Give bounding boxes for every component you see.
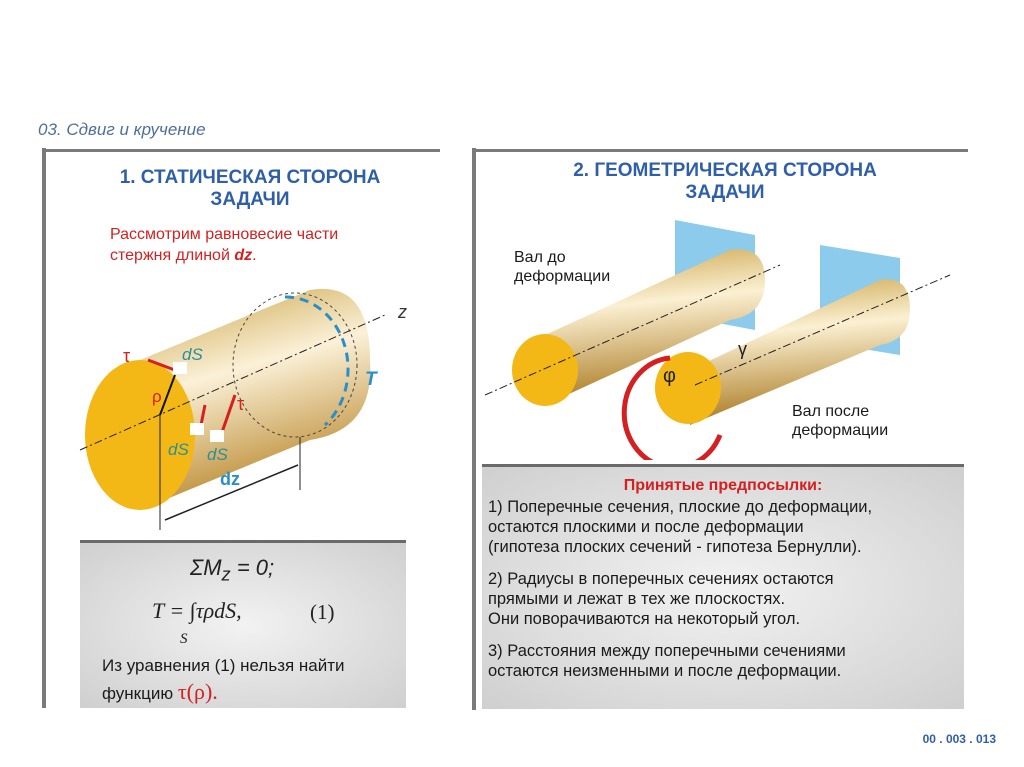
cylinder-body [140,288,371,510]
note-line2: функцию [102,684,178,703]
formula-note: Из уравнения (1) нельзя найти функцию τ(… [102,656,345,704]
equation-number: (1) [310,600,335,624]
right-heading-line2: ЗАДАЧИ [685,182,765,203]
left-heading: 1. СТАТИЧЕСКАЯ СТОРОНА ЗАДАЧИ [60,167,440,211]
formula-box: ΣMz = 0; T = ∫τρdS, S (1) Из уравнения (… [80,540,406,708]
assumption-1-line2: остаются плоскими и после деформации [488,518,804,536]
ds-element [173,362,187,374]
shaft-deformation-diagram: φ γ [484,220,951,460]
label-dS-3: dS [207,445,228,464]
shaft-before-face [512,334,578,406]
integral-sub: S [180,631,188,647]
eq-rest: = 0; [230,555,275,580]
assumption-1-line3: (гипотеза плоских сечений - гипотеза Бер… [488,538,862,556]
after-label: Вал после деформации [792,402,888,440]
ds-element [190,423,204,435]
label-rho: ρ [152,387,162,406]
left-intro: Рассмотрим равновесие части стержня длин… [110,224,338,266]
assumption-3-line1: 3) Расстояния между поперечными сечениям… [488,642,846,660]
after-label-line1: Вал после [792,403,870,420]
label-T: T [365,369,378,390]
label-tau: τ [123,346,130,366]
torsion-cylinder-diagram: z T τ τ ρ dS dS dS dz [79,288,407,530]
assumption-2-line3: Они поворачиваются на некоторый угол. [488,610,801,628]
rotation-arrow [621,355,723,460]
shaft-before [545,249,765,405]
assumption-2-line2: прямыми и лежат в тех же плоскостях. [488,590,786,608]
right-heading-line1: 2. ГЕОМЕТРИЧЕСКАЯ СТОРОНА [573,160,877,181]
left-panel-border [42,148,46,708]
label-phi: φ [663,365,676,387]
sub-z: z [221,563,231,585]
equilibrium-equation: ΣMz = 0; [190,555,274,585]
torque-arrow [284,295,350,427]
dz-dimension [164,464,299,521]
cylinder-face [85,360,195,510]
before-label: Вал до деформации [514,248,610,286]
torque-integral: T = ∫τρdS, [152,598,242,623]
intro-line1: Рассмотрим равновесие части [110,226,339,243]
after-label-line2: деформации [792,422,889,439]
intro-suffix: . [252,247,257,264]
assumption-1-line1: 1) Поперечные сечения, плоские до деформ… [488,498,873,516]
left-heading-line2: ЗАДАЧИ [210,189,290,210]
before-label-line1: Вал до [514,249,566,266]
before-label-line2: деформации [514,268,611,285]
assumptions-box: Принятые предпосылки: 1) Поперечные сече… [482,464,964,709]
section-circle [232,292,358,438]
sum-m: ΣM [190,555,222,580]
z-axis [79,314,386,451]
ds-element [210,430,224,442]
intro-line2: стержня длиной [110,247,235,264]
label-gamma: γ [738,339,747,359]
label-dS: dS [182,345,203,364]
shaft-after-face [655,352,721,424]
axis-after [694,274,951,386]
right-heading: 2. ГЕОМЕТРИЧЕСКАЯ СТОРОНА ЗАДАЧИ [490,160,960,204]
label-dS-2: dS [168,440,189,459]
slide-number: 00 . 003 . 013 [922,732,996,746]
left-panel-top-line [42,149,440,152]
label-z: z [397,302,407,322]
note-line1: Из уравнения (1) нельзя найти [102,656,345,675]
assumption-2-line1: 2) Радиусы в поперечных сечениях остаютс… [488,570,834,588]
label-dz: dz [220,469,240,489]
axis-before [484,264,781,396]
slide-title: 03. Сдвиг и кручение [38,120,206,139]
shaft-after [690,279,910,425]
assumptions-title: Принятые предпосылки: [623,477,823,494]
right-panel-top-line [472,149,968,152]
right-panel-border [472,148,476,710]
left-heading-line1: 1. СТАТИЧЕСКАЯ СТОРОНА [119,167,381,188]
assumption-3-line2: остаются неизменными и после деформации. [488,662,842,680]
rho-vector [159,374,176,416]
label-tau-2: τ [237,394,244,414]
note-func: τ(ρ). [177,679,218,704]
intro-var: dz [234,247,253,264]
